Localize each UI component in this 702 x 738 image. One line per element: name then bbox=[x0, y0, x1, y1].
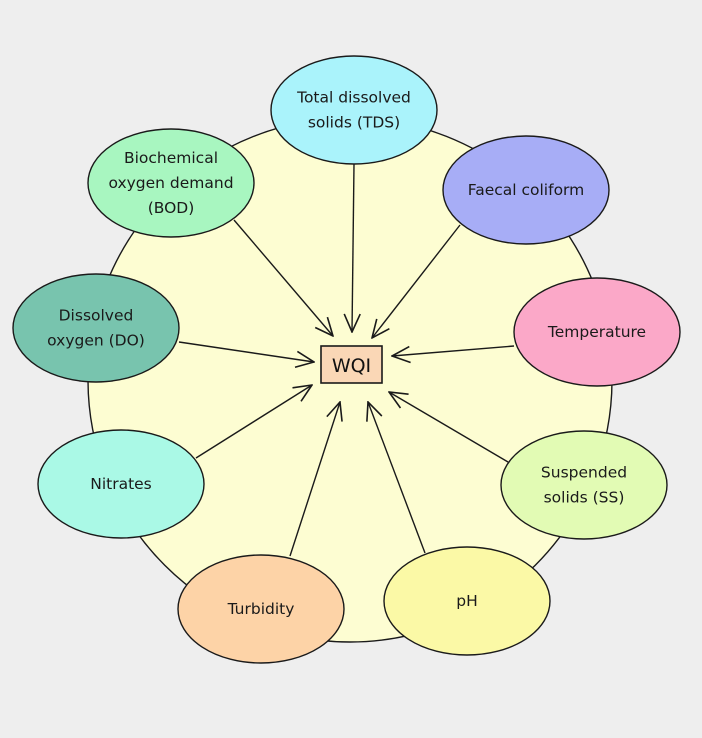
node-temperature: Temperature bbox=[513, 277, 681, 387]
node-ellipse-faecal-coliform bbox=[442, 135, 610, 245]
node-label-faecal-coliform: Faecal coliform bbox=[468, 181, 585, 199]
node-label-dissolved-oxygen: Dissolved bbox=[59, 307, 134, 325]
wqi-label: WQI bbox=[332, 355, 371, 377]
node-label-bod: oxygen demand bbox=[108, 174, 233, 192]
node-label-temperature: Temperature bbox=[547, 323, 646, 341]
arrow-nitrates bbox=[195, 385, 312, 459]
node-ellipse-ph bbox=[383, 546, 551, 656]
node-label-bod: Biochemical bbox=[124, 149, 218, 167]
node-turbidity: Turbidity bbox=[177, 554, 345, 664]
node-nitrates: Nitrates bbox=[37, 429, 205, 539]
node-label-dissolved-oxygen: oxygen (DO) bbox=[47, 332, 145, 350]
node-ellipse-turbidity bbox=[177, 554, 345, 664]
node-ellipse-tds bbox=[270, 55, 438, 165]
node-bod: Biochemical oxygen demand (BOD) bbox=[87, 128, 255, 238]
node-label-ph: pH bbox=[456, 592, 478, 610]
node-ellipse-temperature bbox=[513, 277, 681, 387]
arrow-temperature bbox=[392, 345, 515, 356]
wqi-center-box: WQI bbox=[320, 345, 383, 384]
node-faecal-coliform: Faecal coliform bbox=[442, 135, 610, 245]
node-label-suspended-solids: Suspended bbox=[541, 464, 627, 482]
arrow-bod bbox=[233, 219, 333, 336]
node-label-nitrates: Nitrates bbox=[90, 475, 152, 493]
wqi-box bbox=[320, 345, 383, 384]
node-ph: pH bbox=[383, 546, 551, 656]
node-ellipse-nitrates bbox=[37, 429, 205, 539]
node-dissolved-oxygen: Dissolved oxygen (DO) bbox=[12, 273, 180, 383]
node-label-turbidity: Turbidity bbox=[227, 600, 295, 618]
node-label-tds: solids (TDS) bbox=[308, 114, 400, 132]
arrow-ph bbox=[368, 402, 426, 554]
node-ellipse-suspended-solids bbox=[500, 430, 668, 540]
node-label-suspended-solids: solids (SS) bbox=[544, 489, 625, 507]
arrow-dissolved-oxygen bbox=[178, 341, 314, 362]
node-ellipse-bod bbox=[87, 128, 255, 238]
node-suspended-solids: Suspended solids (SS) bbox=[500, 430, 668, 540]
arrow-suspended-solids bbox=[389, 392, 509, 463]
arrow-faecal-coliform bbox=[372, 224, 461, 338]
arrow-turbidity bbox=[289, 402, 340, 557]
node-tds: Total dissolved solids (TDS) bbox=[270, 55, 438, 165]
node-ellipse-dissolved-oxygen bbox=[12, 273, 180, 383]
node-label-tds: Total dissolved bbox=[296, 89, 411, 107]
arrow-tds bbox=[352, 163, 354, 332]
nodes-group: Total dissolved solids (TDS) Faecal colifo… bbox=[12, 55, 681, 664]
arrows-group bbox=[178, 163, 515, 557]
node-label-bod: (BOD) bbox=[148, 199, 195, 217]
